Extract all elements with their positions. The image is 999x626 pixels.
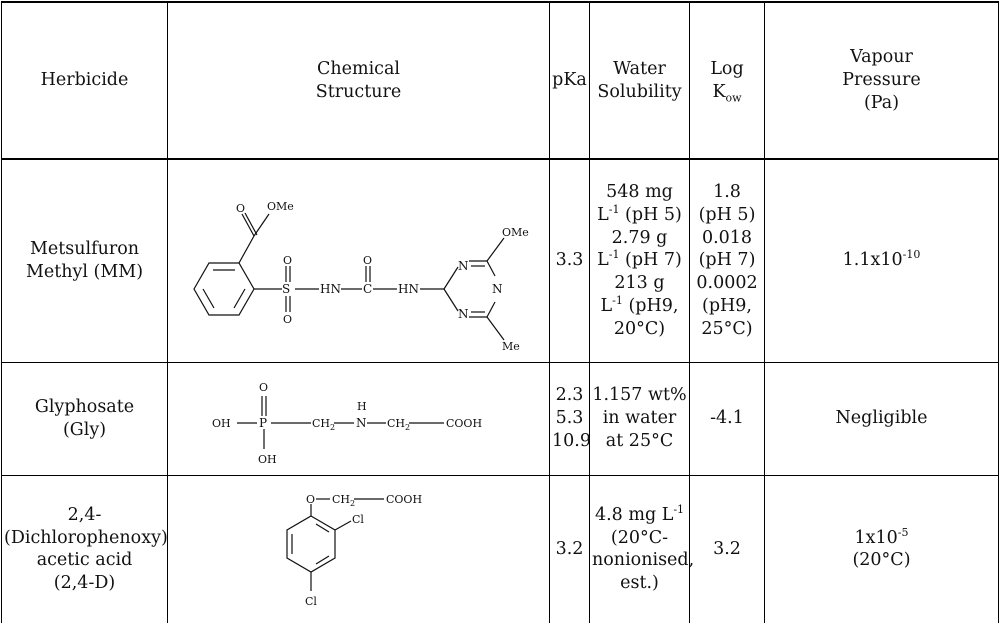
methylene-label: CH2: [312, 417, 335, 432]
log-kow-value: 1.8 (pH 5) 0.018 (pH 7) 0.0002 (pH9, 25°…: [689, 159, 765, 363]
chemical-structure-24d: O CH2 COOH Cl Cl: [167, 475, 550, 623]
header-log-kow: Log Kow: [689, 1, 765, 160]
water-solubility-value: 4.8 mg L-1 (20°C- nonionised, est.): [589, 475, 694, 623]
sulfonyl-oxygen-bottom-label: O: [283, 313, 292, 326]
header-chemical-structure: Chemical Structure: [167, 1, 550, 160]
table-row: 2,4- (Dichlorophenoxy) acetic acid (2,4-…: [1, 475, 999, 623]
header-herbicide: Herbicide: [1, 1, 168, 160]
phosphorus-label: P: [259, 416, 267, 430]
24d-structure-diagram: O CH2 COOH Cl Cl: [285, 493, 422, 608]
nh-label: HN: [320, 282, 341, 296]
herbicide-name: Glyphosate (Gly): [1, 362, 168, 476]
metsulfuron-structure-diagram: O OMe O S O HN O C HN N N N OMe Me: [192, 200, 529, 353]
sulfonyl-oxygen-top-label: O: [283, 254, 292, 267]
methylene-label: CH2: [387, 417, 410, 432]
pka-value: 3.2: [549, 475, 590, 623]
hydroxyl-bottom-label: OH: [258, 453, 277, 466]
vapour-pressure-value: 1x10-5 (20°C): [764, 475, 999, 623]
triazine-nitrogen-top-label: N: [458, 259, 469, 273]
methyl-label: Me: [502, 340, 520, 353]
water-solubility-value: 1.157 wt% in water at 25°C: [589, 362, 690, 476]
ester-oxygen-label: O: [236, 202, 245, 215]
log-kow-value: -4.1: [689, 362, 765, 476]
header-row: Herbicide Chemical Structure pKa Water S…: [1, 1, 999, 160]
pka-value: 2.3 5.3 10.9: [549, 362, 591, 476]
water-solubility-value: 548 mg L-1 (pH 5) 2.79 g L-1 (pH 7) 213 …: [589, 159, 690, 363]
chlorine-ortho-label: Cl: [352, 513, 364, 526]
methylene-label: CH2: [332, 493, 355, 508]
carbonyl-oxygen-label: O: [363, 254, 372, 267]
ester-ome-label: OMe: [267, 200, 294, 213]
triazine-nitrogen-right-label: N: [492, 282, 503, 296]
chemical-structure-glyphosate: O OH P OH CH2 H N CH2 COOH: [167, 362, 550, 476]
phosphoryl-oxygen-label: O: [259, 381, 268, 394]
pka-value: 3.3: [549, 159, 590, 363]
amine-hydrogen-label: H: [357, 400, 367, 413]
vapour-pressure-value: 1.1x10-10: [764, 159, 999, 363]
chemical-structure-metsulfuron: O OMe O S O HN O C HN N N N OMe Me: [167, 159, 550, 363]
amine-nitrogen-label: N: [356, 416, 367, 430]
log-kow-value: 3.2: [689, 475, 765, 623]
sulfur-label: S: [282, 282, 290, 296]
vapour-pressure-value: Negligible: [764, 362, 999, 476]
carboxyl-label: COOH: [386, 493, 422, 506]
glyphosate-structure-diagram: O OH P OH CH2 H N CH2 COOH: [212, 381, 482, 466]
ether-oxygen-label: O: [306, 493, 315, 506]
carbonyl-carbon-label: C: [363, 282, 372, 296]
table-row: Metsulfuron Methyl (MM): [1, 159, 999, 363]
table-row: Glyphosate (Gly) O OH: [1, 362, 999, 476]
herbicide-name: 2,4- (Dichlorophenoxy) acetic acid (2,4-…: [1, 475, 168, 623]
header-vapour-pressure: Vapour Pressure (Pa): [764, 1, 999, 160]
nh-label: HN: [398, 282, 419, 296]
herbicide-name: Metsulfuron Methyl (MM): [1, 159, 168, 363]
hydroxyl-left-label: OH: [212, 417, 231, 430]
ring-ome-label: OMe: [502, 226, 529, 239]
header-water-solubility: Water Solubility: [589, 1, 690, 160]
triazine-nitrogen-bottom-label: N: [458, 307, 469, 321]
header-pka: pKa: [549, 1, 590, 160]
chlorine-para-label: Cl: [305, 595, 317, 608]
carboxyl-label: COOH: [446, 417, 482, 430]
